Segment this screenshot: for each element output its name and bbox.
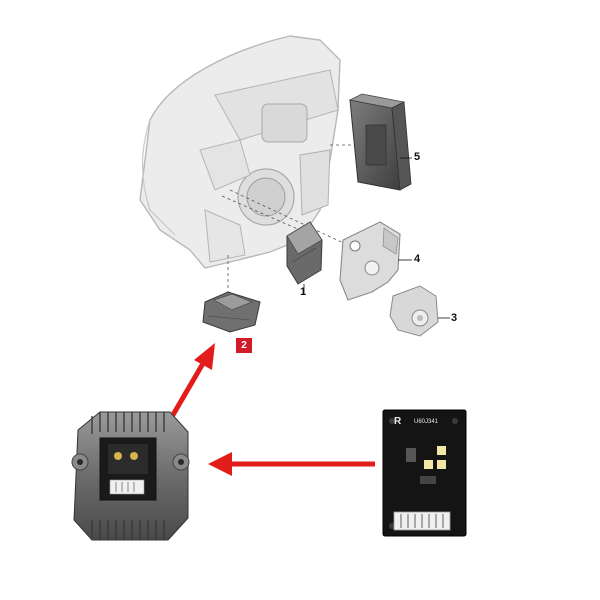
red-arrows <box>167 343 375 476</box>
callout-5: 5 <box>414 151 421 163</box>
callout-1: 1 <box>300 286 307 298</box>
pcb-board-photo <box>382 409 467 537</box>
control-module <box>286 221 323 294</box>
leveling-motor <box>389 285 450 337</box>
callout-3: 3 <box>451 312 458 324</box>
pcb-code-label: U60J341 <box>414 419 439 425</box>
led-driver-module <box>202 291 261 333</box>
callout-2: 2 <box>236 338 252 353</box>
arrow-left-head <box>208 452 232 476</box>
arrow-up-head <box>194 343 215 370</box>
callout-4: 4 <box>414 253 421 265</box>
headlight-housing <box>139 35 341 269</box>
heatsink-module-photo <box>71 411 190 541</box>
pcb-marking-r: R <box>394 416 402 427</box>
ballast-unit <box>348 93 412 191</box>
arrow-up <box>167 358 208 422</box>
mounting-bracket <box>339 221 412 301</box>
